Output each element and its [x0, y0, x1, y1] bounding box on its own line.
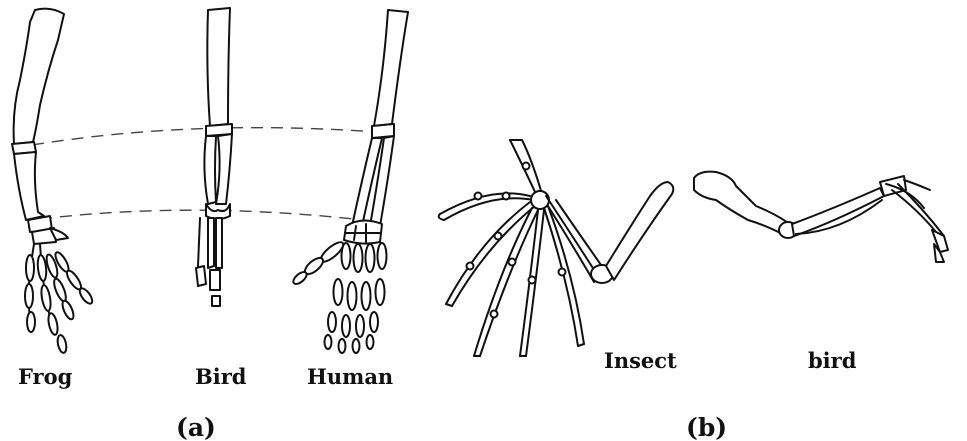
bird-limb-b	[694, 172, 948, 262]
panel-b-caption: (b)	[686, 413, 727, 441]
panel-a-caption: (a)	[176, 413, 216, 441]
bird-label-a: Bird	[195, 364, 247, 389]
panel-a: Frog Bird Human (a)	[12, 8, 408, 441]
insect-label: Insect	[604, 348, 677, 373]
frog-limb	[12, 9, 95, 354]
panel-b: Insect bird (b)	[439, 140, 948, 441]
insect-limb	[439, 140, 674, 356]
human-label: Human	[307, 364, 393, 389]
frog-label: Frog	[18, 364, 73, 389]
bird-label-b: bird	[808, 348, 857, 373]
bird-limb-a	[196, 8, 232, 306]
human-limb	[291, 10, 408, 353]
